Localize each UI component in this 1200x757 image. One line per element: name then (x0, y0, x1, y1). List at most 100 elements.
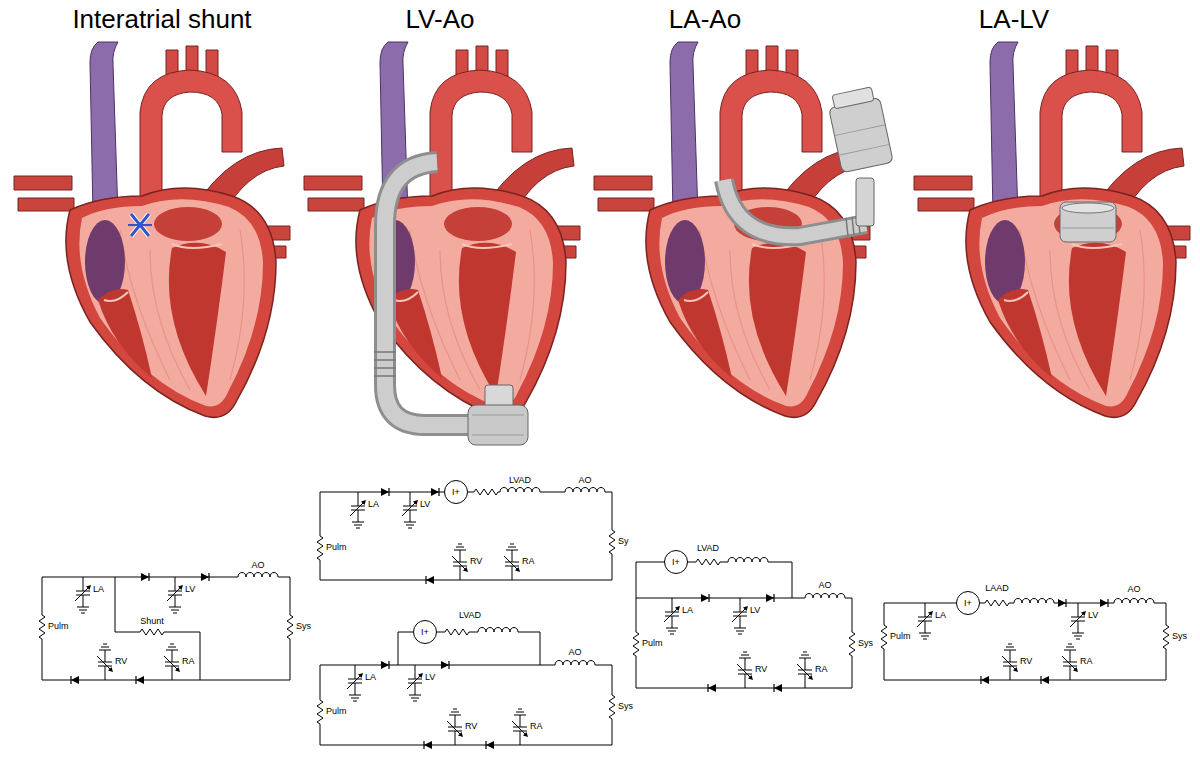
circuit-diagram (317, 628, 615, 750)
circuit-label: AO (578, 475, 591, 486)
laad-device (1060, 202, 1116, 242)
drawing-part (350, 492, 366, 528)
drawing-part (385, 162, 472, 425)
source-symbol: I+ (452, 488, 460, 497)
drawing-part (834, 125, 889, 155)
drawing-part (424, 741, 432, 749)
drawing-part (664, 598, 680, 634)
drawing-part (766, 594, 774, 602)
panel-title: LV-Ao (406, 4, 475, 35)
circuit-label: LV (185, 584, 195, 595)
drawing-part (42, 577, 290, 680)
drawing-part (472, 415, 524, 435)
drawing-part (320, 632, 612, 745)
circuit-label: RA (1080, 656, 1093, 667)
circuit-label: AO (251, 560, 264, 571)
source-symbol: I+ (672, 558, 680, 567)
source-symbol: I+ (964, 599, 972, 608)
drawing-part (512, 709, 528, 745)
drawing-part (1163, 625, 1169, 649)
drawing-part (609, 530, 615, 554)
drawing-part (724, 180, 866, 236)
drawing-part (75, 577, 91, 613)
drawing-part (881, 625, 887, 649)
drawing-part (732, 598, 748, 634)
drawing-part (317, 700, 323, 724)
circuit-label: RA (182, 656, 195, 667)
circuit-label: RA (522, 556, 535, 567)
drawing-part (426, 576, 434, 584)
drawing-part (609, 695, 615, 719)
drawing-part (1060, 202, 1116, 242)
drawing-part (452, 544, 468, 580)
drawing-part (884, 603, 1166, 680)
circuit-label: LV (1088, 610, 1098, 621)
circuit-label: Sys (296, 621, 311, 632)
current-source: I+ (444, 480, 468, 504)
drawing-part (701, 594, 709, 602)
drawing-part (832, 87, 874, 109)
drawing-part (1014, 599, 1054, 605)
drawing-part (431, 488, 439, 496)
circuit-label: RV (115, 656, 127, 667)
circuit-label: Pulm (326, 542, 347, 553)
circuit-label: Sys (1172, 631, 1187, 642)
current-source: I+ (956, 591, 980, 615)
drawing-part (849, 632, 855, 656)
panel-title: LA-Ao (669, 4, 741, 35)
drawing-part (317, 536, 323, 560)
drawing-part (97, 644, 113, 680)
drawing-part (141, 573, 149, 581)
circuit-label: Sys (618, 701, 633, 712)
circuit-label: LVAD (697, 543, 719, 554)
drawing-part (447, 709, 463, 745)
circuit-label: Sy (618, 536, 629, 547)
circuit-label: LV (425, 672, 435, 683)
drawing-part (981, 676, 989, 684)
current-source: I+ (413, 620, 437, 644)
drawing-part (774, 684, 782, 692)
drawing-part (201, 573, 209, 581)
circuit-diagram (317, 488, 615, 585)
circuit-label: LV (420, 499, 430, 510)
drawing-part (71, 676, 79, 684)
drawing-part (478, 628, 518, 634)
panel-title: Interatrial shunt (72, 4, 251, 35)
circuit-label: Pulm (890, 631, 911, 642)
current-source: I+ (664, 550, 688, 574)
drawing-part (167, 577, 183, 613)
circuit-label: Pulm (326, 706, 347, 717)
circuit-diagram (881, 599, 1169, 685)
drawing-part (320, 492, 612, 580)
drawing-part (985, 600, 1009, 606)
drawing-part (1041, 676, 1049, 684)
drawing-part (636, 562, 852, 688)
heart-illustration (914, 42, 1190, 417)
drawing-part (486, 741, 494, 749)
drawing-part (402, 492, 418, 528)
circuit-label: Pulm (48, 621, 69, 632)
lvad-device (374, 162, 528, 445)
drawing-part (1070, 603, 1086, 639)
circuit-label: Sys (858, 638, 873, 649)
drawing-part (238, 573, 278, 579)
drawing-part (633, 632, 639, 656)
circuit-label: LVAD (509, 475, 531, 486)
circuit-label: LA (93, 584, 104, 595)
heart-illustration (14, 42, 290, 417)
drawing-part (1062, 228, 1114, 229)
drawing-part (140, 629, 164, 635)
drawing-part (128, 224, 152, 226)
drawing-part (797, 652, 813, 688)
circuit-diagram (633, 558, 855, 693)
circuit-label: RV (465, 721, 477, 732)
drawing-part (407, 665, 423, 701)
drawing-part (381, 661, 389, 669)
circuit-label: RV (1020, 656, 1032, 667)
drawing-part (136, 676, 144, 684)
circuit-label: RV (470, 556, 482, 567)
drawing-part (1100, 599, 1108, 607)
circuit-label: Pulm (642, 638, 663, 649)
drawing-part (374, 352, 396, 376)
